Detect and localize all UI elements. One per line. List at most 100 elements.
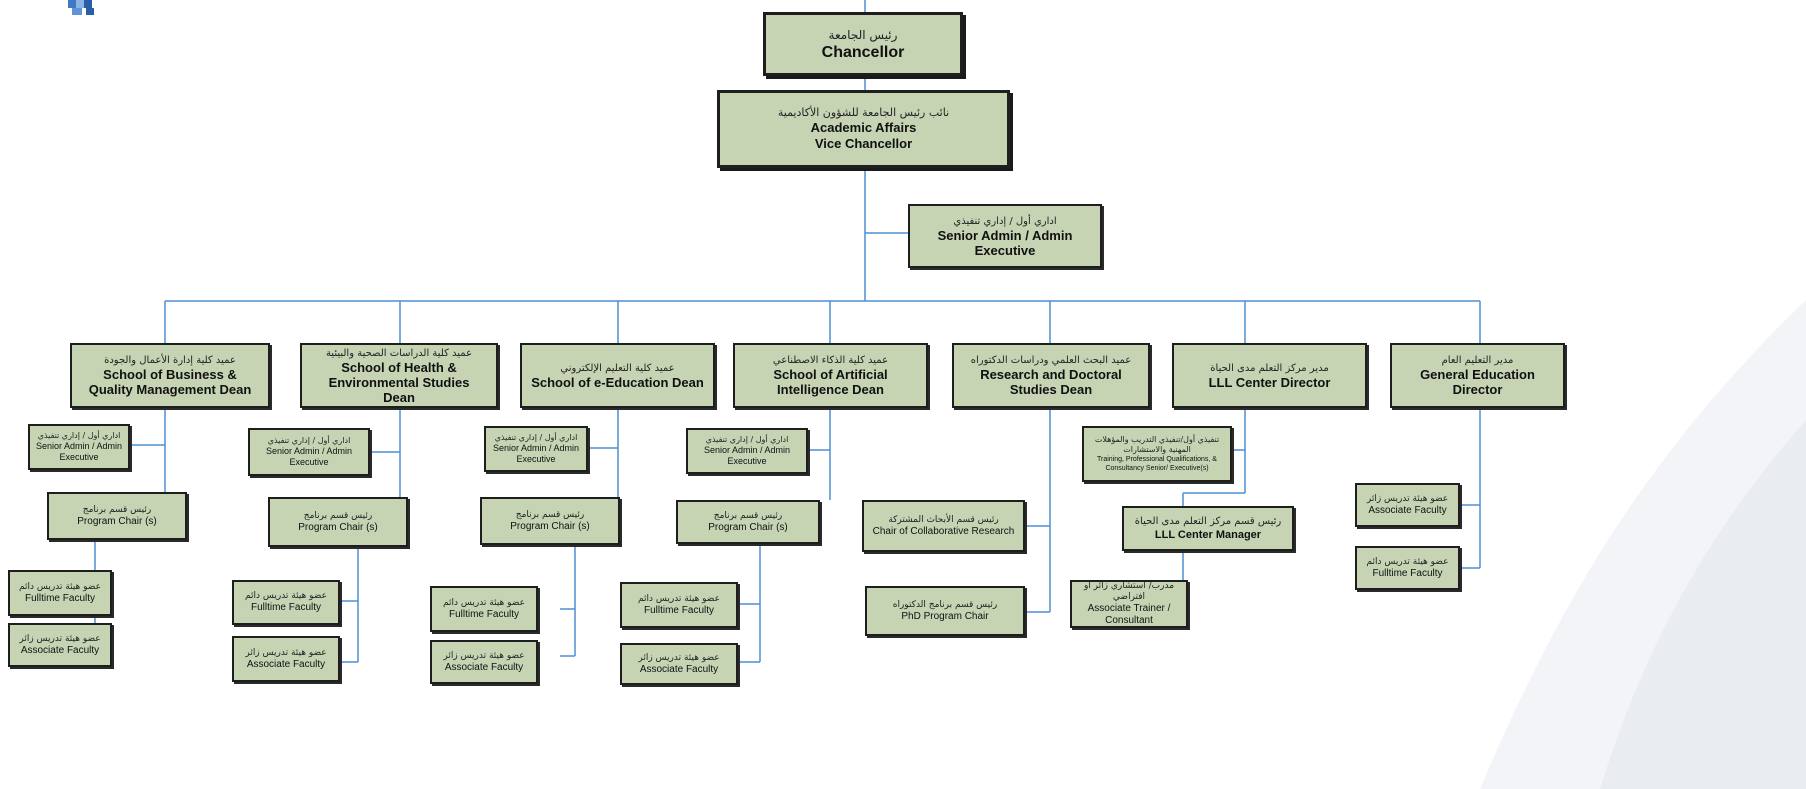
eeducation-dean-ar: عميد كلية التعليم الإلكتروني: [560, 362, 675, 374]
lll-manager-en: LLL Center Manager: [1154, 528, 1262, 541]
eeducation-chair-box: رئيس قسم برنامج Program Chair (s): [480, 497, 620, 545]
research-dean-en-2: Studies Dean: [1009, 382, 1093, 397]
lll-training-ar: تنفيذي أول/تنفيذي التدريب والمؤهلات المه…: [1094, 435, 1220, 454]
health-dean-en-2: Environmental Studies: [328, 374, 470, 390]
business-admin-box: اداري أول / إداري تنفيذي Senior Admin / …: [28, 424, 130, 470]
collab-research-ar: رئيس قسم الأبحاث المشتركة: [888, 514, 999, 525]
health-dean-en-3: Dean: [383, 389, 415, 405]
research-dean-en-1: Research and Doctoral: [980, 367, 1122, 382]
eeducation-associate-ar: عضو هيئة تدريس زائر: [443, 650, 525, 661]
general-associate-en: Associate Faculty: [1368, 504, 1447, 516]
health-chair-en: Program Chair (s): [298, 521, 378, 533]
business-dean-en-2: Quality Management Dean: [88, 382, 252, 397]
eeducation-admin-en-2: Executive: [516, 454, 556, 464]
eeducation-chair-ar: رئيس قسم برنامج: [515, 509, 585, 520]
lll-training-box: تنفيذي أول/تنفيذي التدريب والمؤهلات المه…: [1082, 426, 1232, 482]
vice-chancellor-ar: نائب رئيس الجامعة للشؤون الأكاديمية: [777, 106, 950, 119]
health-dean-box: عميد كلية الدراسات الصحية والبيئية Schoo…: [300, 343, 498, 408]
business-dean-en-1: School of Business &: [103, 367, 237, 382]
ai-dean-en-1: School of Artificial: [773, 367, 888, 382]
eeducation-dean-en: School of e-Education Dean: [531, 374, 704, 390]
general-education-ar: مدير التعليم العام: [1441, 355, 1514, 366]
business-dean-ar: عميد كلية إدارة الأعمال والجودة: [104, 355, 236, 366]
ai-admin-en-1: Senior Admin / Admin: [703, 445, 791, 455]
ai-associate-en: Associate Faculty: [639, 663, 719, 675]
lll-director-box: مدير مركز التعلم مدى الحياة LLL Center D…: [1172, 343, 1367, 408]
business-associate-box: عضو هيئة تدريس زائر Associate Faculty: [8, 623, 112, 667]
collab-research-box: رئيس قسم الأبحاث المشتركة Chair of Colla…: [862, 500, 1025, 552]
health-dean-en-1: School of Health &: [341, 359, 457, 375]
phd-chair-ar: رئيس قسم برنامج الدكتوراه: [892, 599, 998, 610]
eeducation-admin-en-1: Senior Admin / Admin: [492, 443, 580, 453]
general-fulltime-ar: عضو هيئة تدريس دائم: [1366, 556, 1449, 567]
chancellor-ar: رئيس الجامعة: [828, 27, 898, 42]
ai-fulltime-ar: عضو هيئة تدريس دائم: [638, 593, 720, 604]
research-dean-box: عميد البحث العلمي ودراسات الدكتوراه Rese…: [952, 343, 1150, 408]
research-dean-ar: عميد البحث العلمي ودراسات الدكتوراه: [970, 355, 1132, 366]
ai-dean-en-2: Intelligence Dean: [777, 382, 884, 397]
eeducation-admin-ar: اداري أول / إداري تنفيذي: [494, 433, 578, 442]
ai-associate-ar: عضو هيئة تدريس زائر: [638, 652, 720, 663]
senior-admin-top-en-1: Senior Admin / Admin: [937, 227, 1073, 243]
health-fulltime-ar: عضو هيئة تدريس دائم: [245, 591, 327, 601]
lll-trainer-en-2: Consultant: [1105, 615, 1153, 626]
ai-admin-en-2: Executive: [727, 456, 767, 466]
business-associate-en: Associate Faculty: [20, 644, 100, 656]
health-associate-en: Associate Faculty: [246, 658, 326, 670]
health-fulltime-en: Fulltime Faculty: [250, 602, 321, 613]
lll-director-ar: مدير مركز التعلم مدى الحياة: [1210, 362, 1329, 374]
health-admin-en-1: Senior Admin / Admin: [265, 446, 353, 456]
senior-admin-top-ar: اداري أول / إداري تنفيذي: [953, 215, 1057, 227]
business-admin-en-2: Executive: [59, 452, 99, 462]
lll-training-en-2: Consultancy Senior/ Executive(s): [1105, 465, 1209, 472]
general-education-en-2: Director: [1452, 382, 1503, 397]
eeducation-associate-box: عضو هيئة تدريس زائر Associate Faculty: [430, 640, 538, 684]
health-fulltime-box: عضو هيئة تدريس دائم Fulltime Faculty: [232, 580, 340, 625]
ai-dean-box: عميد كلية الذكاء الاصطناعي School of Art…: [733, 343, 928, 408]
health-dean-ar: عميد كلية الدراسات الصحية والبيئية: [325, 347, 473, 359]
health-chair-ar: رئيس قسم برنامج: [303, 510, 373, 521]
business-chair-box: رئيس قسم برنامج Program Chair (s): [47, 492, 187, 540]
ai-chair-ar: رئيس قسم برنامج: [713, 510, 783, 521]
vice-chancellor-en-1: Academic Affairs: [810, 120, 917, 135]
general-associate-ar: عضو هيئة تدريس زائر: [1366, 493, 1449, 504]
lll-trainer-ar: مدرب/ استشاري زائر أو افتراضي: [1083, 581, 1175, 602]
eeducation-associate-en: Associate Faculty: [444, 661, 524, 673]
ai-dean-ar: عميد كلية الذكاء الاصطناعي: [772, 355, 889, 366]
business-admin-en-1: Senior Admin / Admin: [35, 441, 123, 451]
eeducation-fulltime-ar: عضو هيئة تدريس دائم: [443, 597, 525, 608]
eeducation-fulltime-box: عضو هيئة تدريس دائم Fulltime Faculty: [430, 586, 538, 632]
ai-chair-box: رئيس قسم برنامج Program Chair (s): [676, 500, 820, 544]
business-dean-box: عميد كلية إدارة الأعمال والجودة School o…: [70, 343, 270, 408]
business-chair-ar: رئيس قسم برنامج: [82, 504, 152, 515]
health-admin-en-2: Executive: [289, 457, 329, 467]
business-associate-ar: عضو هيئة تدريس زائر: [19, 633, 101, 644]
phd-chair-en: PhD Program Chair: [901, 610, 989, 622]
business-fulltime-box: عضو هيئة تدريس دائم Fulltime Faculty: [8, 570, 112, 616]
vice-chancellor-box: نائب رئيس الجامعة للشؤون الأكاديمية Acad…: [717, 90, 1010, 168]
senior-admin-top-box: اداري أول / إداري تنفيذي Senior Admin / …: [908, 204, 1102, 268]
eeducation-admin-box: اداري أول / إداري تنفيذي Senior Admin / …: [484, 426, 588, 472]
collab-research-en: Chair of Collaborative Research: [872, 525, 1015, 537]
lll-trainer-en-1: Associate Trainer /: [1087, 603, 1171, 614]
general-associate-box: عضو هيئة تدريس زائر Associate Faculty: [1355, 483, 1460, 527]
business-fulltime-en: Fulltime Faculty: [24, 592, 95, 604]
ai-chair-en: Program Chair (s): [708, 521, 788, 533]
general-education-en-1: General Education: [1420, 367, 1535, 382]
lll-director-en: LLL Center Director: [1208, 374, 1331, 390]
health-admin-ar: اداري أول / إداري تنفيذي: [267, 436, 351, 445]
ai-associate-box: عضو هيئة تدريس زائر Associate Faculty: [620, 643, 738, 685]
lll-trainer-box: مدرب/ استشاري زائر أو افتراضي Associate …: [1070, 580, 1188, 628]
phd-chair-box: رئيس قسم برنامج الدكتوراه PhD Program Ch…: [865, 586, 1025, 636]
health-admin-box: اداري أول / إداري تنفيذي Senior Admin / …: [248, 428, 370, 476]
general-fulltime-box: عضو هيئة تدريس دائم Fulltime Faculty: [1355, 546, 1460, 590]
university-logo-icon: [68, 0, 94, 15]
health-chair-box: رئيس قسم برنامج Program Chair (s): [268, 497, 408, 547]
eeducation-chair-en: Program Chair (s): [510, 520, 590, 532]
lll-manager-box: رئيس قسم مركز التعلم مدى الحياة LLL Cent…: [1122, 506, 1294, 551]
eeducation-fulltime-en: Fulltime Faculty: [448, 608, 519, 620]
business-admin-ar: اداري أول / إداري تنفيذي: [37, 431, 121, 440]
